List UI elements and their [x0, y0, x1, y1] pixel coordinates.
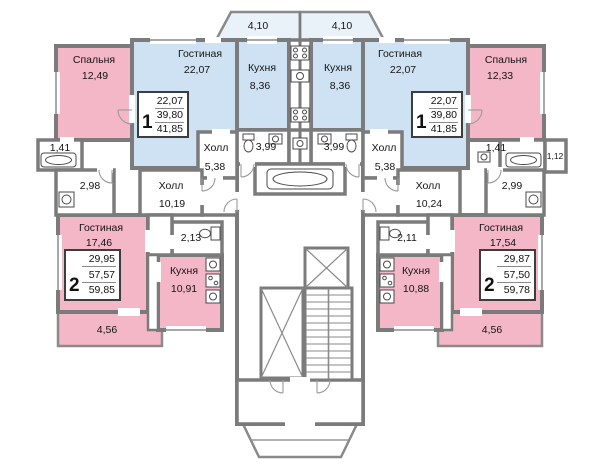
apartment-rooms-count: 2	[69, 275, 80, 296]
label-bath141-right-area: 1,41	[485, 141, 507, 154]
label-bath399-left-area: 3,99	[255, 140, 277, 153]
apartment-usable-area: 39,80	[154, 109, 184, 123]
balcony-bottom-left	[56, 310, 164, 348]
label-kitchen2-left-area: 10,91	[170, 282, 198, 295]
room-hall538-left	[196, 130, 239, 180]
fixtures	[40, 45, 542, 304]
label-kitchen2-right-name: Кухня	[401, 264, 431, 277]
label-bedroom-left-name: Спальня	[72, 53, 116, 66]
room-loggia112-right	[543, 138, 568, 174]
sink-icon	[268, 69, 491, 163]
label-balcony-top-right-area: 4,10	[331, 19, 353, 32]
apartment1-left-info: 1 22,07 39,80 41,85	[137, 91, 189, 138]
passage-left	[146, 253, 160, 332]
label-hall538-left-area: 5,38	[204, 160, 226, 173]
hallette-left	[146, 213, 174, 257]
label-wc213-left-area: 2,13	[180, 231, 202, 244]
apartment-total-area: 41,85	[156, 123, 183, 135]
apartment2-right-info: 2 29,87 57,50 59,78	[479, 249, 536, 301]
label-hall1019-left-name: Холл	[158, 179, 184, 192]
label-living2-left-name: Гостиная	[78, 221, 124, 234]
apartment-total-area: 41,85	[430, 123, 457, 135]
apartment-usable-area: 57,50	[496, 269, 531, 283]
apartment-living-area: 22,07	[154, 95, 184, 109]
apartment-living-area: 29,87	[496, 253, 531, 267]
label-bedroom-left-area: 12,49	[81, 69, 109, 82]
label-living1-left-name: Гостиная	[177, 47, 223, 60]
apartment-rooms-count: 1	[416, 112, 427, 133]
toilet-icon	[199, 133, 401, 241]
apartment-usable-area: 39,80	[428, 109, 458, 123]
windows	[52, 36, 548, 334]
apartment-total-area: 59,85	[88, 284, 115, 296]
room-kitchen1-right	[309, 38, 365, 134]
apartment-rooms-count: 2	[484, 275, 495, 296]
label-wc211-right-area: 2,11	[397, 231, 417, 244]
label-bath141-left-area: 1,41	[49, 141, 71, 154]
label-balcony-bottom-left-area: 4,56	[96, 323, 118, 336]
elevator-cross-icons	[260, 247, 349, 379]
label-living2-right-area: 17,54	[489, 236, 517, 249]
label-kitchen1-right-name: Кухня	[323, 61, 353, 74]
label-bath399-right-area: 3,99	[323, 140, 345, 153]
apartment-usable-area: 57,57	[81, 269, 116, 283]
label-kitchen2-right-area: 10,88	[402, 282, 430, 295]
apartment-living-area: 29,95	[81, 253, 116, 267]
passage-right	[440, 253, 454, 332]
label-kitchen2-left-name: Кухня	[169, 264, 199, 277]
label-balcony-bottom-right-area: 4,56	[481, 323, 503, 336]
label-hall1024-right-area: 10,24	[415, 197, 443, 210]
label-kitchen1-right-area: 8,36	[329, 79, 351, 92]
label-living1-left-area: 22,07	[183, 63, 211, 76]
apartment1-right-info: 1 22,07 39,80 41,85	[411, 91, 463, 138]
label-bedroom-right-area: 12,33	[486, 69, 514, 82]
stove-icon	[290, 45, 310, 150]
label-living2-left-area: 17,46	[85, 236, 113, 249]
corridor-right	[361, 176, 400, 217]
apartment2-left-info: 2 29,95 57,57 59,85	[64, 249, 121, 301]
apartment-living-area: 22,07	[428, 95, 458, 109]
label-wc299-right-area: 2,99	[501, 179, 523, 192]
hallette-right	[426, 213, 454, 257]
label-living2-right-name: Гостиная	[478, 221, 524, 234]
label-balcony-top-left-area: 4,10	[247, 19, 269, 32]
label-hall538-left-name: Холл	[203, 141, 229, 154]
label-hall1019-left-area: 10,19	[158, 197, 186, 210]
room-hall1019-left	[138, 168, 204, 217]
label-hall538-right-name: Холл	[371, 141, 397, 154]
kitchen-counter-icons	[205, 257, 395, 304]
door-arcs	[98, 109, 502, 394]
bathtub-icon	[40, 152, 542, 190]
stairs-icon	[306, 289, 351, 379]
label-bedroom-right-name: Спальня	[484, 53, 528, 66]
washing-machine-icon	[58, 191, 542, 208]
label-wc298-left-area: 2,98	[79, 179, 101, 192]
corridor-left	[200, 176, 239, 217]
label-hall1024-right-name: Холл	[415, 179, 441, 192]
label-kitchen1-left-area: 8,36	[249, 79, 271, 92]
lobby	[235, 378, 365, 426]
label-living1-right-area: 22,07	[389, 63, 417, 76]
label-kitchen1-left-name: Кухня	[247, 61, 277, 74]
apartment-rooms-count: 1	[142, 112, 153, 133]
label-living1-right-name: Гостиная	[377, 47, 423, 60]
label-loggia112-right-area: 1,12	[546, 150, 564, 161]
label-hall538-right-area: 5,38	[374, 160, 396, 173]
apartment-total-area: 59,78	[503, 284, 530, 296]
